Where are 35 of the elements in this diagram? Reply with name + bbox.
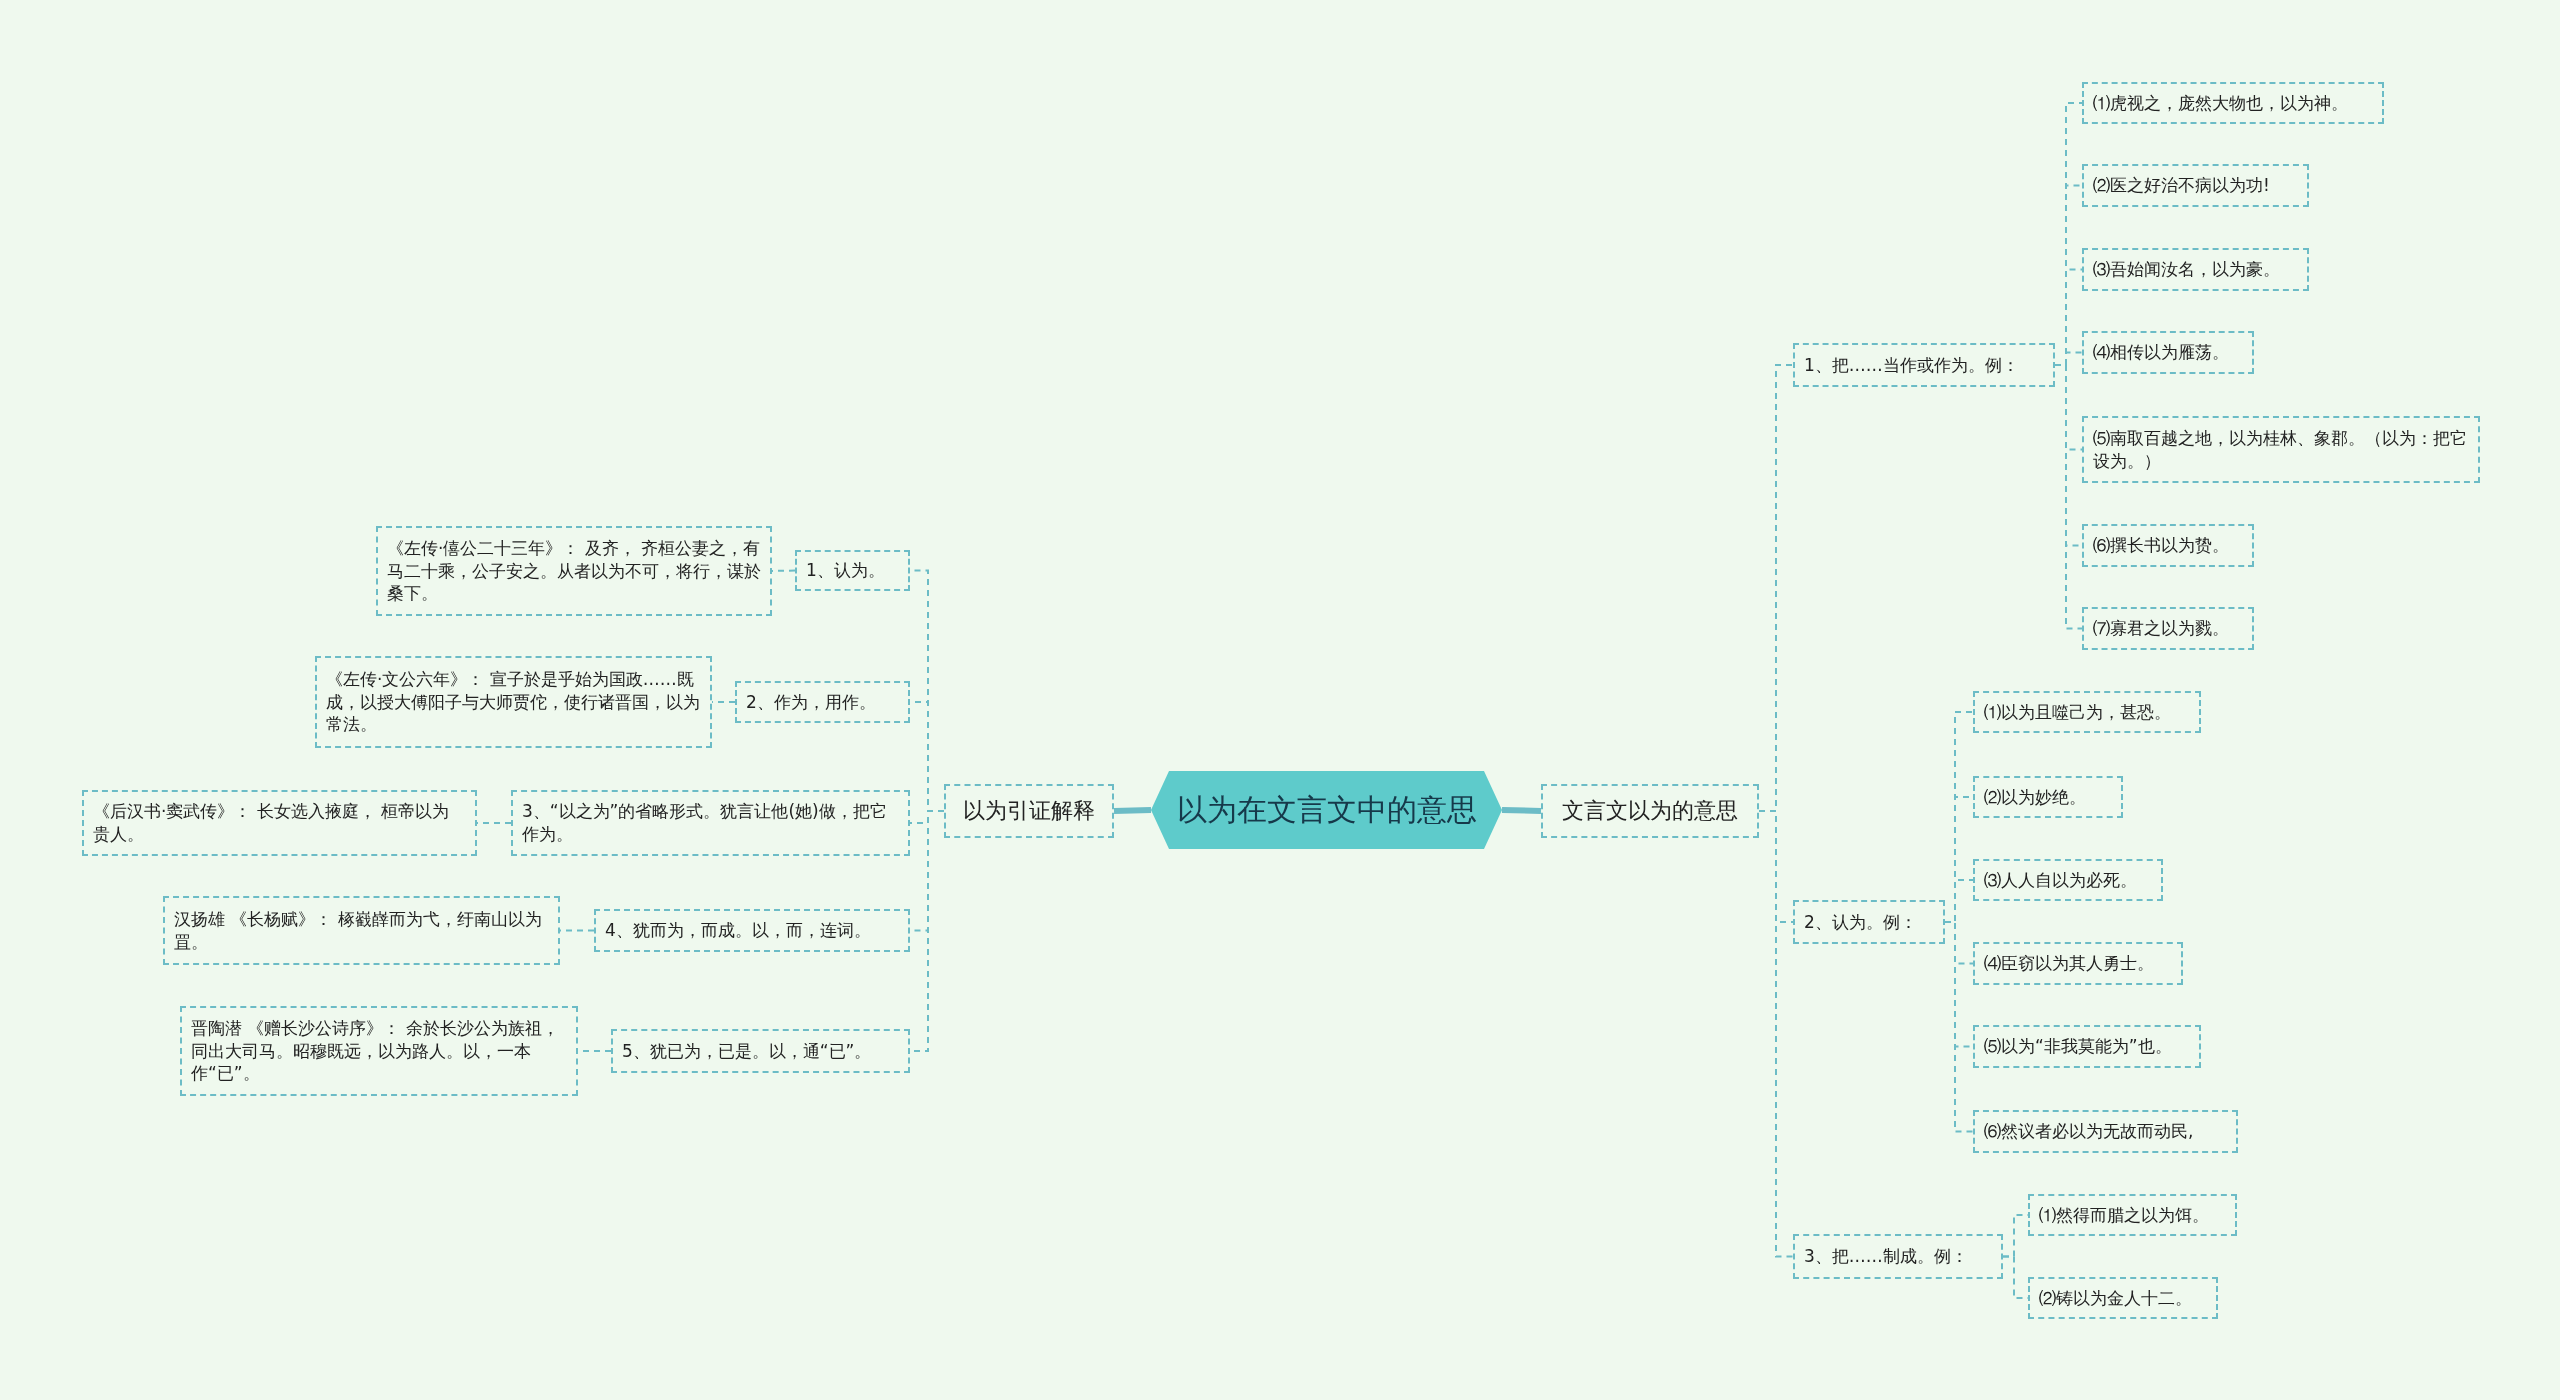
topic-box: 《后汉书·窦武传》： 长女选入掖庭， 桓帝以为贵人。 [82,790,477,856]
topic-box: 汉扬雄 《长杨赋》： 椓巀嶭而为弋，纡南山以为罝。 [163,896,560,965]
branch-box: 文言文以为的意思 [1541,784,1759,838]
topic-box: 晋陶潜 《赠长沙公诗序》： 余於长沙公为族祖，同出大司马。昭穆既远，以为路人。以，一本作“已”。 [180,1006,578,1096]
topic-box: ⑴然得而腊之以为饵。 [2028,1194,2237,1236]
topic-box: ⑺寡君之以为戮。 [2082,607,2254,650]
connector-line [2054,364,2083,630]
topic-box: 1、把……当作或作为。例： [1793,343,2055,387]
topic-box: ⑸南取百越之地，以为桂林、象郡。（以为：把它设为。） [2082,416,2480,483]
topic-box: 4、犹而为，而成。以，而，连词。 [594,909,910,952]
connector-line [1501,807,1542,814]
topic-box: ⑹撰长书以为贽。 [2082,524,2254,567]
topic-box: ⑶人人自以为必死。 [1973,859,2163,901]
connector-line [1944,921,1974,1133]
central-topic-hexagon: 以为在文言文中的意思 [1151,771,1502,849]
topic-box: 《左传·僖公二十三年》： 及齐， 齐桓公妻之，有马二十乘，公子安之。从者以为不可，将行，谋於桑下。 [376,526,772,616]
topic-box: 1、认为。 [795,550,910,591]
topic-box: ⑸以为“非我莫能为”也。 [1973,1025,2201,1068]
branch-box: 以为引证解释 [944,784,1114,838]
topic-box: ⑷相传以为雁荡。 [2082,331,2254,374]
topic-box: ⑵以为妙绝。 [1973,776,2123,818]
topic-box: 3、把……制成。例： [1793,1234,2003,1279]
topic-box: ⑶吾始闻汝名，以为豪。 [2082,248,2309,291]
topic-box: ⑷臣窃以为其人勇士。 [1973,942,2183,985]
topic-box: ⑹然议者必以为无故而动民, [1973,1110,2238,1153]
topic-box: 5、犹已为，已是。以，通“已”。 [611,1029,910,1073]
topic-box: ⑴虎视之，庞然大物也，以为神。 [2082,82,2384,124]
topic-box: 《左传·文公六年》： 宣子於是乎始为国政……既成，以授大傅阳子与大师贾佗，使行诸晋国，以为常法。 [315,656,712,748]
topic-box: 2、作为，用作。 [735,681,910,723]
topic-box: 2、认为。例： [1793,900,1945,944]
connector-line [1113,807,1152,814]
topic-box: ⑵医之好治不病以为功! [2082,164,2309,207]
topic-box: 3、“以之为”的省略形式。犹言让他(她)做，把它作为。 [511,790,910,856]
topic-box: ⑵铸以为金人十二。 [2028,1277,2218,1319]
topic-box: ⑴以为且噬己为，甚恐。 [1973,691,2201,733]
